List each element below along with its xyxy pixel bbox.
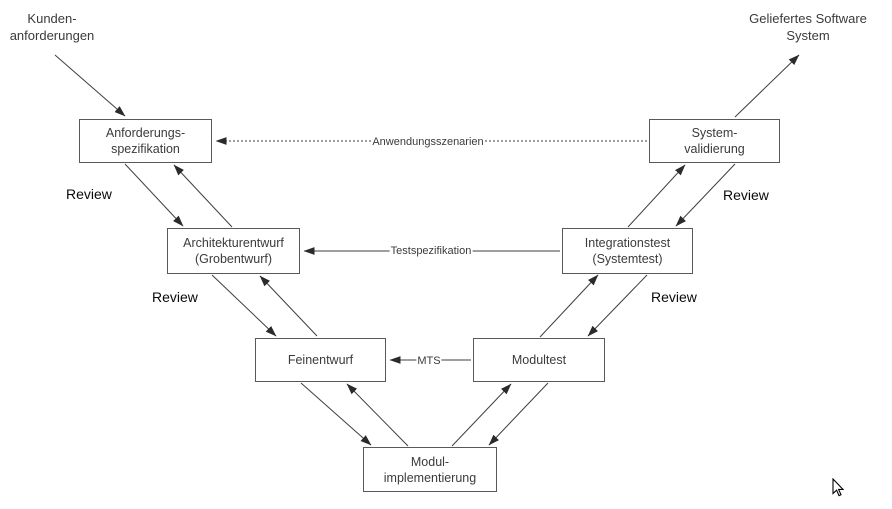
mts-label: MTS — [416, 355, 442, 367]
arrow-validation-to-integration — [675, 163, 736, 227]
arrow-validation-to-delivered — [734, 54, 800, 118]
arrow-architecture-to-detailed — [211, 274, 277, 337]
node-module-test: Modultest — [473, 338, 605, 382]
node-architecture-design: Architekturentwurf (Grobentwurf) — [167, 228, 300, 274]
arrow-integration-to-moduletest — [587, 274, 648, 337]
application-scenarios-label: Anwendungsszenarien — [371, 136, 485, 148]
node-integration-test: Integrationstest (Systemtest) — [562, 228, 693, 274]
arrow-implementation-to-moduletest — [451, 383, 512, 447]
mouse-pointer-icon — [832, 478, 844, 497]
arrow-detailed-to-implementation — [300, 382, 372, 446]
review-label-right-top: Review — [723, 187, 769, 203]
review-label-left-top: Review — [66, 186, 112, 202]
arrow-requirements-to-architecture — [124, 163, 184, 227]
review-label-left-bottom: Review — [152, 289, 198, 305]
node-requirements-specification: Anforderungs- spezifikation — [79, 119, 212, 163]
node-system-validation: System- validierung — [649, 119, 780, 163]
node-module-implementation: Modul- implementierung — [363, 447, 497, 492]
customer-requirements-label: Kunden- anforderungen — [9, 11, 95, 43]
arrow-detailed-to-architecture — [259, 275, 318, 337]
arrow-integration-to-validation — [627, 164, 686, 228]
arrow-moduletest-to-integration — [539, 274, 599, 338]
review-label-right-bottom: Review — [651, 289, 697, 305]
node-detailed-design: Feinentwurf — [255, 338, 386, 382]
arrow-implementation-to-detailed — [346, 383, 409, 447]
arrow-architecture-to-requirements — [173, 164, 233, 228]
test-specification-label: Testspezifikation — [389, 245, 473, 257]
arrow-customer-to-requirements — [54, 54, 126, 117]
delivered-system-label: Geliefertes Software System — [749, 11, 867, 43]
arrow-moduletest-to-implementation — [488, 382, 549, 446]
